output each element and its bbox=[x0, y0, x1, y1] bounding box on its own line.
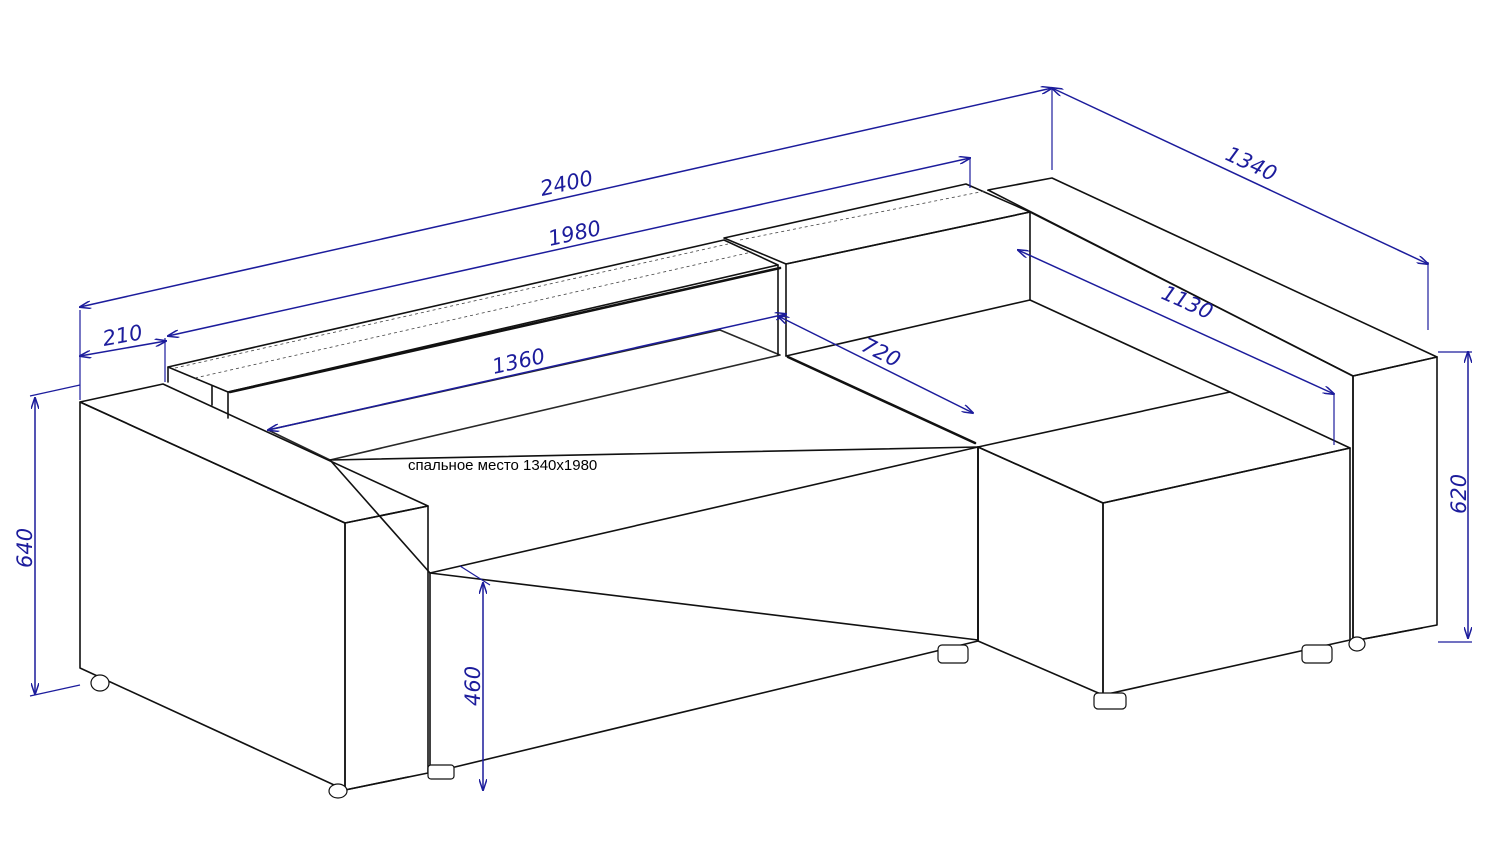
dimension-1360-label: 1360 bbox=[490, 344, 547, 379]
dimension-labels: 2400 1980 210 1360 720 1130 1340 620 640… bbox=[13, 142, 1471, 706]
left-armrest bbox=[79, 383, 429, 791]
sofa-outline bbox=[79, 177, 1438, 799]
dimension-720-label: 720 bbox=[858, 333, 905, 372]
dimension-1980-line bbox=[168, 158, 970, 336]
dimension-2400-label: 2400 bbox=[538, 166, 595, 201]
dimension-640-label: 640 bbox=[13, 528, 37, 568]
dimension-1360-line bbox=[268, 314, 786, 430]
dimension-1980-label: 1980 bbox=[546, 216, 603, 251]
dimension-1340-line bbox=[1052, 88, 1428, 264]
chaise bbox=[785, 177, 1438, 696]
dimension-460-label: 460 bbox=[461, 666, 485, 706]
dimension-720-line bbox=[778, 316, 973, 413]
dimension-lines bbox=[29, 88, 1472, 790]
dimension-620-label: 620 bbox=[1447, 474, 1471, 514]
dimension-1130-line bbox=[1018, 250, 1334, 394]
dimension-1340-label: 1340 bbox=[1222, 142, 1281, 186]
sofa-feet bbox=[90, 636, 1366, 799]
dimension-210-line bbox=[80, 341, 166, 356]
sleeping-area-caption: спальное место 1340x1980 bbox=[408, 457, 597, 474]
